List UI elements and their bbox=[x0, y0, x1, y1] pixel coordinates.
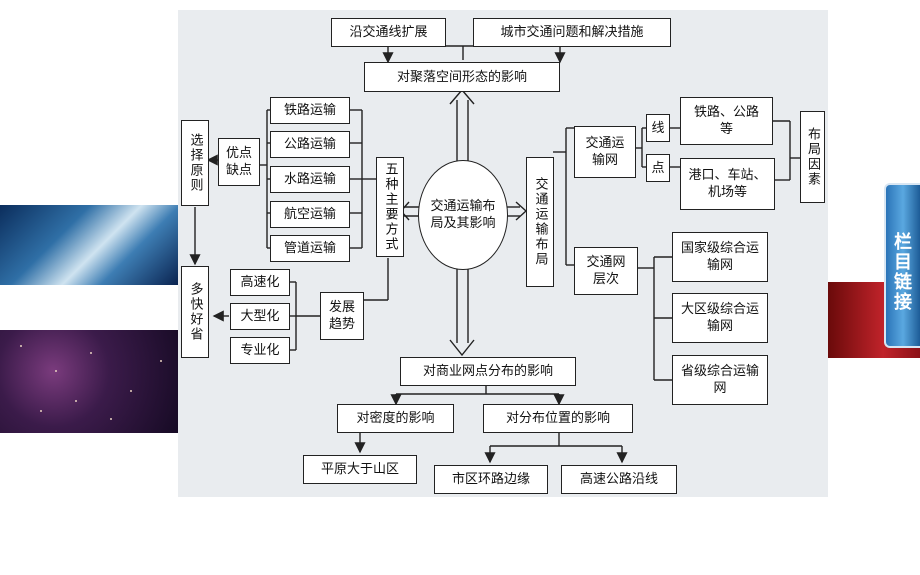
regional-network-node: 大区级综合运输网 bbox=[672, 293, 768, 343]
top-left-node: 沿交通线扩展 bbox=[331, 18, 446, 47]
center-node: 交通运输布局及其影响 bbox=[418, 160, 508, 270]
point-items-node: 港口、车站、机场等 bbox=[680, 158, 775, 210]
ring-road-edge-node: 市区环路边缘 bbox=[434, 465, 548, 494]
mode-pipeline: 管道运输 bbox=[270, 235, 350, 262]
settlement-impact-node: 对聚落空间形态的影响 bbox=[364, 62, 560, 92]
network-levels-node: 交通网层次 bbox=[574, 247, 638, 295]
five-modes-node: 五种主要方式 bbox=[376, 157, 404, 257]
mode-rail: 铁路运输 bbox=[270, 97, 350, 124]
starfield-banner-image bbox=[0, 330, 178, 433]
selection-principle-node: 选择原则 bbox=[181, 120, 209, 206]
commerce-impact-node: 对商业网点分布的影响 bbox=[400, 357, 576, 386]
pros-cons-node: 优点缺点 bbox=[218, 138, 260, 186]
layout-factors-node: 布局因素 bbox=[800, 111, 825, 203]
plain-over-mountain-node: 平原大于山区 bbox=[303, 455, 417, 484]
provincial-network-node: 省级综合运输网 bbox=[672, 355, 768, 405]
development-trend-node: 发展趋势 bbox=[320, 292, 364, 340]
column-link-tab[interactable]: 栏目链接 bbox=[884, 183, 920, 348]
line-items-node: 铁路、公路等 bbox=[680, 97, 773, 145]
column-link-label: 栏目链接 bbox=[894, 232, 912, 313]
mode-road: 公路运输 bbox=[270, 131, 350, 158]
trend-specialized: 专业化 bbox=[230, 337, 290, 364]
trend-high-speed: 高速化 bbox=[230, 269, 290, 296]
density-impact-node: 对密度的影响 bbox=[337, 404, 454, 433]
point-node: 点 bbox=[646, 154, 670, 182]
mode-air: 航空运输 bbox=[270, 201, 350, 228]
transport-network-node: 交通运输网 bbox=[574, 126, 636, 178]
national-network-node: 国家级综合运输网 bbox=[672, 232, 768, 282]
position-impact-node: 对分布位置的影响 bbox=[483, 404, 633, 433]
mode-water: 水路运输 bbox=[270, 166, 350, 193]
earth-banner-image bbox=[0, 205, 178, 285]
trend-large-scale: 大型化 bbox=[230, 303, 290, 330]
top-right-node: 城市交通问题和解决措施 bbox=[473, 18, 671, 47]
expressway-node: 高速公路沿线 bbox=[561, 465, 677, 494]
principle-node: 多快好省 bbox=[181, 266, 209, 358]
line-node: 线 bbox=[646, 114, 670, 142]
layout-node: 交通运输布局 bbox=[526, 157, 554, 287]
